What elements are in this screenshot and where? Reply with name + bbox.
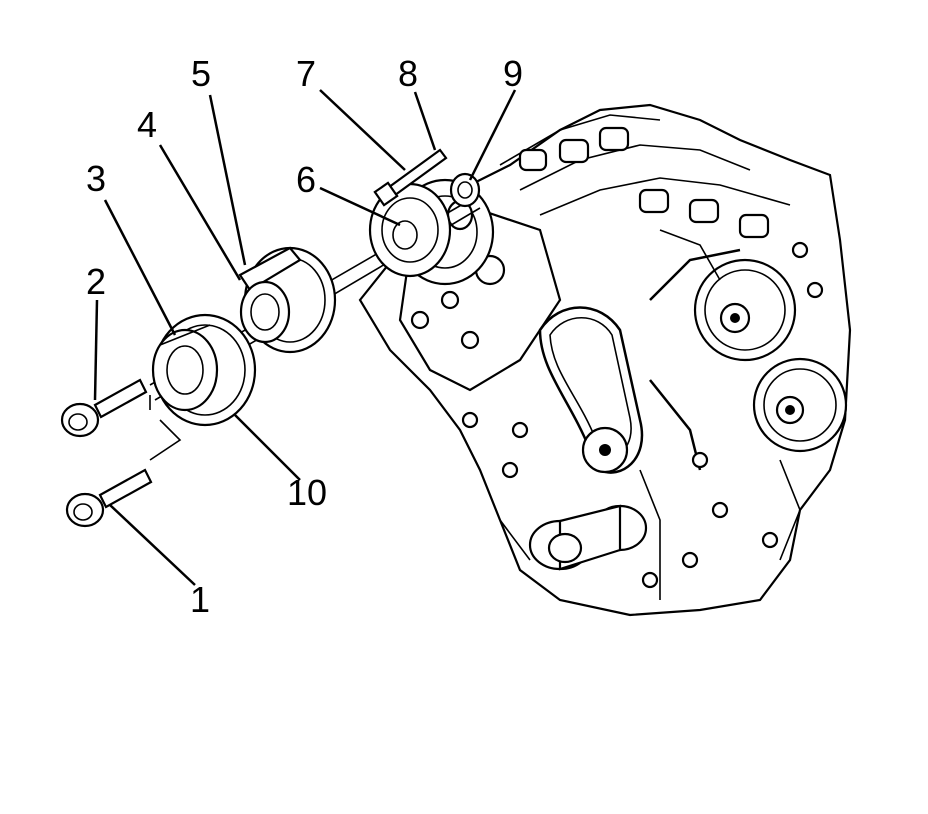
callout-5: 5 <box>191 53 211 94</box>
leader-1 <box>109 504 196 586</box>
part-exhaust-actuator <box>238 246 337 354</box>
leader-9 <box>468 89 517 181</box>
callout-8: 8 <box>398 53 418 94</box>
leader-6 <box>319 186 401 227</box>
leader-8 <box>413 91 437 151</box>
part-camshaft-bolt <box>373 148 448 207</box>
callout-1: 1 <box>190 579 210 620</box>
right-upper-sprocket <box>693 258 797 362</box>
leader-7 <box>319 89 406 171</box>
callout-7: 7 <box>296 53 316 94</box>
leader-3 <box>103 199 177 336</box>
callout-4: 4 <box>137 104 157 145</box>
part-actuator-bolt-upper <box>60 378 148 438</box>
part-actuator-bolt-lower <box>65 468 153 528</box>
bolt-alternate-position-marker <box>149 395 182 461</box>
callout-9: 9 <box>503 53 523 94</box>
leader-5 <box>208 94 247 266</box>
leader-10 <box>234 414 301 481</box>
callout-3: 3 <box>86 158 106 199</box>
callout-10: 10 <box>287 472 327 513</box>
callout-2: 2 <box>86 261 106 302</box>
leader-4 <box>158 144 242 281</box>
callout-6: 6 <box>296 159 316 200</box>
leader-2 <box>93 299 99 401</box>
callout-labels: 1 2 3 4 5 6 7 8 9 10 <box>86 53 523 620</box>
right-lower-sprocket <box>752 357 848 453</box>
part-9 <box>449 172 481 208</box>
part-camshaft-sprocket <box>368 182 452 278</box>
engine-block <box>358 103 852 617</box>
leader-lines <box>93 89 517 586</box>
part-intake-actuator <box>151 313 257 427</box>
